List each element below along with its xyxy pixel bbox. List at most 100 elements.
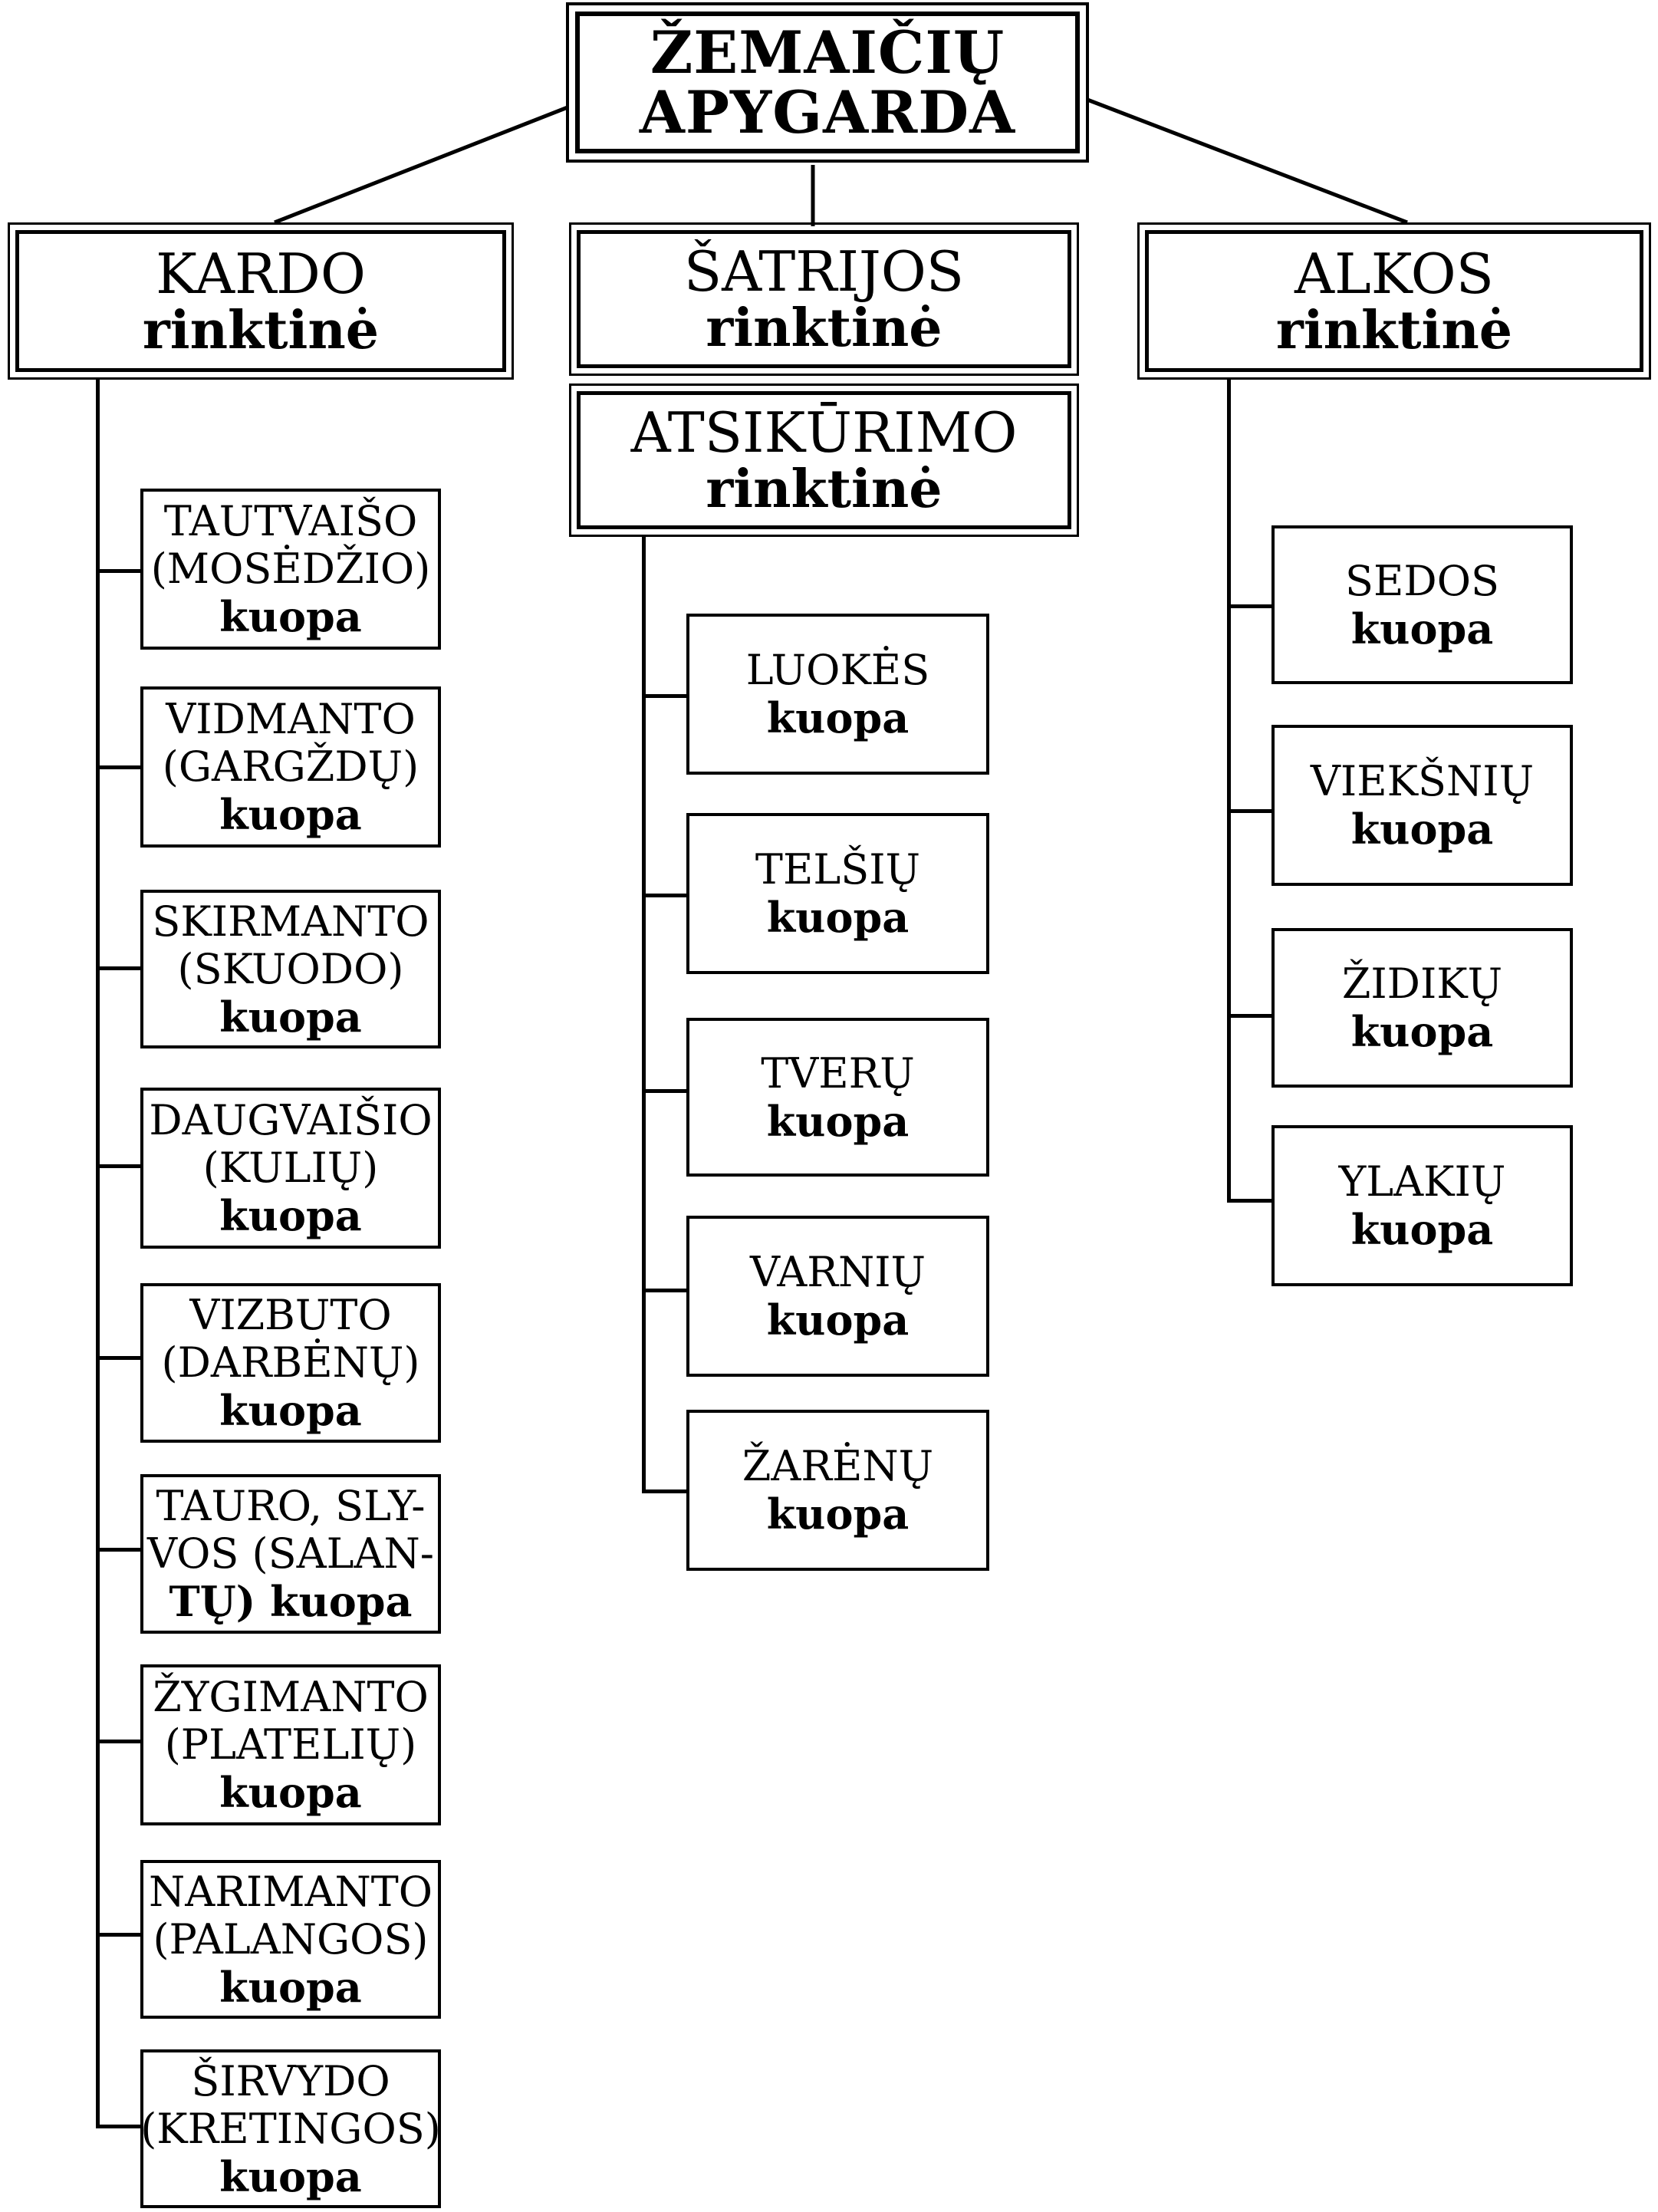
atsikurimo-branch-4 bbox=[642, 1489, 688, 1493]
atsikurimo-branch-0 bbox=[642, 694, 688, 698]
connector-root-kardo bbox=[274, 105, 568, 225]
satrijos-sub: rinktinė bbox=[706, 298, 942, 359]
alkos-branch-3 bbox=[1227, 1199, 1273, 1203]
kuopa-zarenu: ŽARĖNŲ kuopa bbox=[686, 1410, 989, 1571]
kuopa-line: kuopa bbox=[1350, 1007, 1494, 1056]
kuopa-vizbuto: VIZBUTO (DARBĖNŲ) kuopa bbox=[140, 1283, 441, 1443]
kardo-sub: rinktinė bbox=[142, 299, 380, 361]
kuopa-tauro-slyvos: TAURO, SLY- VOS (SALAN- TŲ) kuopa bbox=[140, 1474, 441, 1634]
kuopa-line: SKIRMANTO bbox=[152, 897, 429, 946]
kuopa-sedos: SEDOS kuopa bbox=[1271, 525, 1573, 684]
root-node-zemaiciu-apygarda: ŽEMAIČIŲ APYGARDA bbox=[566, 2, 1089, 163]
root-title-line1: ŽEMAIČIŲ bbox=[650, 18, 1005, 87]
kardo-trunk-line bbox=[96, 380, 100, 2128]
kuopa-line: VIEKŠNIŲ bbox=[1310, 757, 1535, 805]
kuopa-line: VOS (SALAN- bbox=[147, 1529, 434, 1578]
alkos-trunk-line bbox=[1227, 380, 1231, 1203]
atsikurimo-branch-1 bbox=[642, 894, 688, 897]
kuopa-vieksniu: VIEKŠNIŲ kuopa bbox=[1271, 725, 1573, 886]
kuopa-line: ŽIDIKŲ bbox=[1341, 960, 1503, 1008]
kuopa-line: (PALANGOS) bbox=[153, 1914, 429, 1963]
kuopa-line: kuopa bbox=[219, 1962, 362, 2012]
node-satrijos-rinktine: ŠATRIJOS rinktinė bbox=[569, 222, 1079, 376]
kardo-branch-3 bbox=[96, 1164, 142, 1168]
kardo-branch-0 bbox=[96, 569, 142, 573]
root-title-line2: APYGARDA bbox=[639, 77, 1016, 146]
kuopa-ylakiu: YLAKIŲ kuopa bbox=[1271, 1125, 1573, 1286]
kuopa-line: kuopa bbox=[766, 1489, 910, 1539]
kuopa-line: kuopa bbox=[1350, 805, 1494, 854]
kuopa-line: (PLATELIŲ) bbox=[164, 1720, 417, 1769]
kuopa-zidiku: ŽIDIKŲ kuopa bbox=[1271, 928, 1573, 1088]
kuopa-line: TŲ) kuopa bbox=[169, 1577, 413, 1626]
kuopa-sirvydo: ŠIRVYDO (KRETINGOS) kuopa bbox=[140, 2049, 441, 2208]
kardo-branch-2 bbox=[96, 966, 142, 970]
kuopa-line: TELŠIŲ bbox=[755, 845, 921, 894]
kuopa-line: YLAKIŲ bbox=[1338, 1157, 1506, 1206]
kardo-branch-6 bbox=[96, 1740, 142, 1743]
kardo-branch-4 bbox=[96, 1356, 142, 1360]
atsikurimo-trunk-line bbox=[642, 537, 646, 1493]
kuopa-line: kuopa bbox=[766, 693, 910, 742]
kardo-name: KARDO bbox=[156, 241, 366, 306]
alkos-sub: rinktinė bbox=[1275, 299, 1513, 361]
kuopa-line: VIDMANTO bbox=[166, 695, 416, 743]
kuopa-line: kuopa bbox=[766, 1096, 910, 1146]
alkos-name: ALKOS bbox=[1294, 241, 1494, 306]
kuopa-line: TAURO, SLY- bbox=[156, 1482, 426, 1530]
kardo-branch-8 bbox=[96, 2125, 142, 2128]
kuopa-line: NARIMANTO bbox=[148, 1867, 433, 1916]
kuopa-line: kuopa bbox=[1350, 604, 1494, 653]
kuopa-skirmanto: SKIRMANTO (SKUODO) kuopa bbox=[140, 890, 441, 1048]
kuopa-line: LUOKĖS bbox=[745, 646, 930, 694]
alkos-branch-0 bbox=[1227, 604, 1273, 608]
atsikurimo-name: ATSIKŪRIMO bbox=[630, 400, 1018, 465]
kuopa-line: ŽARĖNŲ bbox=[742, 1442, 934, 1490]
kardo-branch-5 bbox=[96, 1548, 142, 1552]
kuopa-line: kuopa bbox=[219, 1191, 362, 1240]
kuopa-line: kuopa bbox=[1350, 1205, 1494, 1254]
kuopa-zygimanto: ŽYGIMANTO (PLATELIŲ) kuopa bbox=[140, 1664, 441, 1825]
kuopa-narimanto: NARIMANTO (PALANGOS) kuopa bbox=[140, 1860, 441, 2019]
kuopa-tautvaiso: TAUTVAIŠO (MOSĖDŽIO) kuopa bbox=[140, 489, 441, 650]
kuopa-daugvaisio: DAUGVAIŠIO (KULIŲ) kuopa bbox=[140, 1088, 441, 1249]
kuopa-line: kuopa bbox=[766, 893, 910, 942]
kuopa-line: SEDOS bbox=[1345, 556, 1499, 605]
kuopa-line: (KULIŲ) bbox=[202, 1144, 379, 1192]
kuopa-line: VIZBUTO bbox=[189, 1291, 392, 1339]
node-alkos-rinktine: ALKOS rinktinė bbox=[1137, 222, 1651, 380]
kuopa-telsiu: TELŠIŲ kuopa bbox=[686, 813, 989, 974]
kuopa-line: kuopa bbox=[219, 992, 362, 1042]
kuopa-line: (SKUODO) bbox=[177, 944, 404, 993]
kuopa-line: kuopa bbox=[219, 2151, 362, 2201]
kuopa-line: (GARGŽDŲ) bbox=[162, 742, 419, 791]
atsikurimo-branch-2 bbox=[642, 1089, 688, 1093]
kuopa-vidmanto: VIDMANTO (GARGŽDŲ) kuopa bbox=[140, 686, 441, 848]
kuopa-line: kuopa bbox=[219, 1386, 362, 1435]
kuopa-line: TVERŲ bbox=[761, 1048, 915, 1098]
kuopa-line: kuopa bbox=[219, 1768, 362, 1817]
kuopa-line: DAUGVAIŠIO bbox=[149, 1096, 433, 1144]
kuopa-line: TAUTVAIŠO bbox=[163, 497, 418, 545]
kuopa-varniu: VARNIŲ kuopa bbox=[686, 1216, 989, 1377]
alkos-branch-1 bbox=[1227, 809, 1273, 813]
kuopa-line: kuopa bbox=[219, 790, 362, 839]
kardo-branch-1 bbox=[96, 765, 142, 769]
kuopa-line: ŽYGIMANTO bbox=[153, 1673, 429, 1721]
alkos-branch-2 bbox=[1227, 1014, 1273, 1018]
satrijos-name: ŠATRIJOS bbox=[683, 239, 965, 304]
atsikurimo-branch-3 bbox=[642, 1289, 688, 1292]
kardo-branch-7 bbox=[96, 1933, 142, 1937]
kuopa-line: (MOSĖDŽIO) bbox=[150, 545, 431, 593]
kuopa-luokes: LUOKĖS kuopa bbox=[686, 614, 989, 775]
kuopa-tveru: TVERŲ kuopa bbox=[686, 1018, 989, 1177]
kuopa-line: kuopa bbox=[766, 1295, 910, 1345]
kuopa-line: (KRETINGOS) bbox=[140, 2104, 441, 2153]
connector-root-alkos bbox=[1087, 97, 1408, 225]
kuopa-line: (DARBĖNŲ) bbox=[161, 1338, 420, 1387]
kuopa-line: ŠIRVYDO bbox=[191, 2056, 390, 2105]
atsikurimo-sub: rinktinė bbox=[706, 459, 942, 520]
node-atsikurimo-rinktine: ATSIKŪRIMO rinktinė bbox=[569, 383, 1079, 537]
